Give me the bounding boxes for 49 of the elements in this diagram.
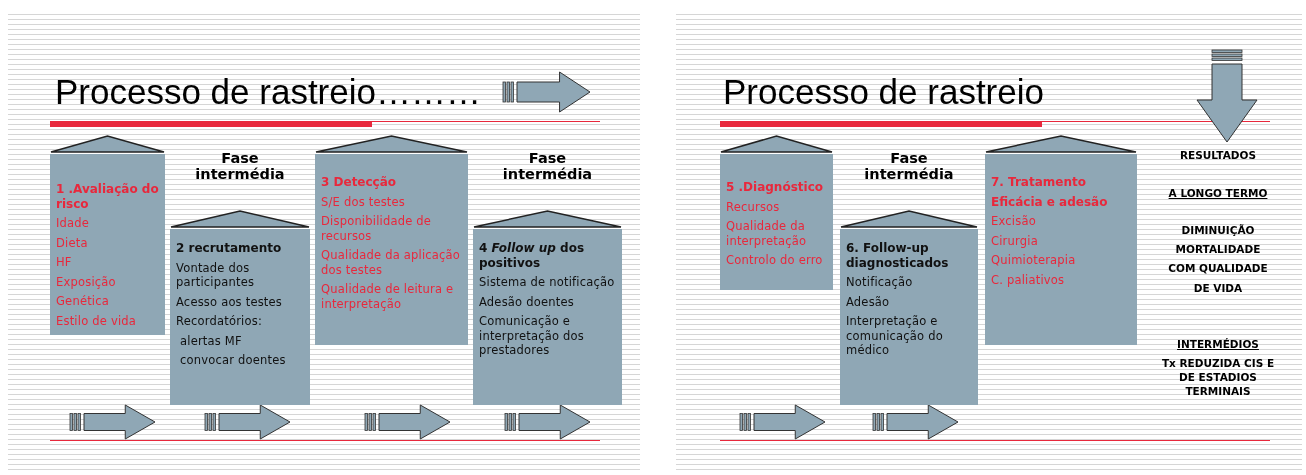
list-item: Dieta (56, 235, 89, 250)
slide-title: Processo de rastreio……… (55, 72, 481, 112)
box-heading: 7. Tratamento (991, 175, 1087, 190)
list-item: Estilo de vida (56, 313, 138, 328)
list-item: Cirurgia (991, 233, 1039, 248)
box-heading: Eficácia e adesão (991, 194, 1109, 209)
list-item: Controlo do erro (726, 253, 824, 268)
result-text: MORTALIDADE (1174, 243, 1262, 255)
slide-title: Processo de rastreio (723, 72, 1044, 112)
box-heading: 4 Follow up dos positivos (479, 241, 586, 270)
result-text: Tx REDUZIDA CIS E DE ESTADIOS TERMINAIS (1160, 356, 1276, 398)
list-item: C. paliativos (991, 272, 1066, 287)
list-item: Notificação (846, 275, 914, 290)
list-item: S/E dos testes (321, 194, 407, 209)
list-item: HF (56, 255, 73, 270)
phase-heading: Fase intermédia (501, 150, 594, 182)
result-text: RESULTADOS (1179, 149, 1257, 161)
list-item: Genética (56, 294, 111, 309)
list-item: Idade (56, 216, 91, 231)
list-item: Qualidade da interpretação (726, 219, 808, 248)
list-item: Excisão (991, 214, 1037, 229)
list-item: alertas MF (179, 333, 243, 348)
list-item: Quimioterapia (991, 253, 1077, 268)
result-text: DIMINUIÇÃO (1180, 224, 1256, 236)
box-heading: 1 .Avaliação do risco (56, 182, 159, 211)
result-text: A LONGO TERMO (1167, 187, 1269, 199)
result-text: COM QUALIDADE (1167, 262, 1269, 274)
box-heading: 2 recrutamento (176, 241, 283, 256)
list-item: Comunicação e interpretação dos prestadores (479, 314, 585, 358)
list-item: Sistema de notificação (479, 275, 616, 290)
result-text: DE VIDA (1192, 282, 1244, 294)
box-heading: 5 .Diagnóstico (726, 180, 824, 195)
list-item: Adesão doentes (479, 294, 575, 309)
list-item: Vontade dos participantes (176, 260, 256, 290)
list-item: Acesso aos testes (176, 294, 284, 309)
list-item: Exposição (56, 274, 117, 289)
box-heading: 3 Detecção (321, 175, 398, 190)
phase-heading: Fase intermédia (863, 150, 955, 182)
list-item: Qualidade da aplicação dos testes (321, 248, 462, 277)
box-heading: 6. Follow-up diagnosticados (846, 241, 950, 270)
result-text: INTERMÉDIOS (1176, 338, 1260, 350)
phase-heading: Fase intermédia (194, 150, 286, 182)
list-item: Interpretação e comunicação do médico (846, 314, 944, 358)
list-item: Disponibilidade de recursos (321, 214, 433, 243)
list-item: Recordatórios: (176, 314, 263, 329)
list-item: Qualidade de leitura e interpretação (321, 282, 455, 311)
list-item: convocar doentes (179, 353, 287, 368)
list-item: Adesão (846, 294, 891, 309)
list-item: Recursos (726, 199, 781, 214)
